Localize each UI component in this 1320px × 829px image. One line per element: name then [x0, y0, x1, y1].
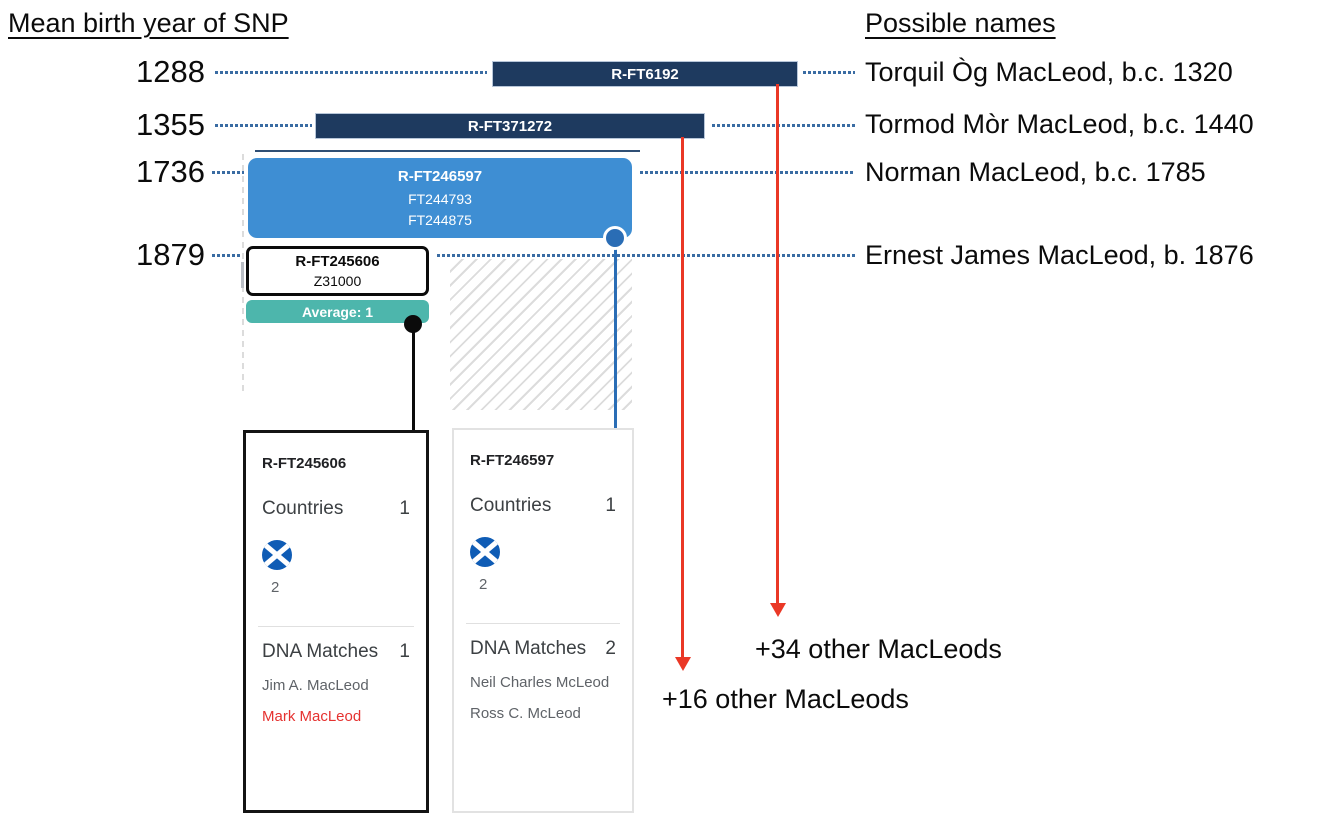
possible-name-torquil: Torquil Òg MacLeod, b.c. 1320 [865, 57, 1233, 87]
red-arrow-head-icon [675, 657, 691, 671]
dna-matches-label: DNA Matches [470, 638, 587, 659]
snp-bar-ft6192[interactable]: R-FT6192 [492, 61, 798, 87]
annotation-plus16: +16 other MacLeods [662, 684, 909, 714]
detail-card-ft245606[interactable]: R-FT245606 Countries 1 2 DNA Matches 1 J… [243, 430, 429, 813]
leader-line [212, 171, 244, 174]
red-arrow-head-icon [770, 603, 786, 617]
possible-name-ernest: Ernest James MacLeod, b. 1876 [865, 240, 1254, 270]
flag-count: 2 [479, 576, 488, 593]
leader-line [215, 124, 312, 127]
snp-bar-label: R-FT6192 [611, 65, 679, 83]
leader-line [215, 71, 487, 74]
dna-match-name-highlighted[interactable]: Mark MacLeod [262, 708, 362, 725]
countries-label: Countries [470, 495, 552, 516]
left-column-header: Mean birth year of SNP [8, 8, 289, 38]
black-connector-line [412, 330, 415, 431]
year-label-1288: 1288 [136, 54, 205, 89]
scotland-flag-icon[interactable] [262, 540, 410, 575]
dna-matches-row: DNA Matches 2 [470, 638, 616, 660]
leader-line [803, 71, 855, 74]
dna-matches-count: 2 [605, 638, 616, 659]
leader-line [640, 171, 855, 174]
dna-match-name[interactable]: Neil Charles McLeod [470, 674, 610, 691]
black-connector-dot[interactable] [404, 315, 422, 333]
dna-match-name[interactable]: Jim A. MacLeod [262, 677, 369, 694]
scotland-flag-icon[interactable] [470, 537, 616, 572]
tree-guide-tick [241, 262, 244, 288]
snp-block-title: R-FT245606 [295, 252, 380, 270]
leader-line [712, 124, 855, 127]
tree-branch-line [255, 150, 640, 152]
blue-connector-line [614, 246, 617, 429]
countries-label: Countries [262, 498, 344, 519]
snp-block-ft246597[interactable]: R-FT246597 FT244793 FT244875 [248, 158, 632, 238]
leader-line [437, 254, 855, 257]
snp-variant: FT244875 [408, 212, 472, 229]
right-column-header: Possible names [865, 8, 1056, 38]
card-divider [258, 626, 414, 627]
snp-variant: Z31000 [313, 273, 362, 290]
dna-matches-count: 1 [399, 641, 410, 662]
card-divider [466, 623, 620, 624]
possible-name-tormod: Tormod Mòr MacLeod, b.c. 1440 [865, 109, 1254, 139]
hatched-area [450, 259, 632, 410]
possible-name-norman: Norman MacLeod, b.c. 1785 [865, 157, 1206, 187]
year-label-1355: 1355 [136, 107, 205, 142]
countries-count: 1 [605, 495, 616, 516]
red-arrow-line-16 [681, 137, 684, 658]
leader-line [212, 254, 243, 257]
dna-matches-label: DNA Matches [262, 641, 379, 662]
countries-row: Countries 1 [262, 498, 410, 520]
year-label-1879: 1879 [136, 237, 205, 272]
detail-card-ft246597[interactable]: R-FT246597 Countries 1 2 DNA Matches 2 N… [452, 428, 634, 813]
average-badge[interactable]: Average: 1 [246, 300, 429, 323]
card-title: R-FT246597 [470, 452, 555, 469]
snp-block-ft245606[interactable]: R-FT245606 Z31000 [246, 246, 429, 296]
snp-variant: FT244793 [408, 190, 472, 207]
annotation-plus34: +34 other MacLeods [755, 634, 1002, 664]
flag-count: 2 [271, 579, 280, 596]
snp-block-title: R-FT246597 [397, 167, 483, 185]
red-arrow-line-34 [776, 84, 779, 604]
dna-match-name[interactable]: Ross C. McLeod [470, 705, 581, 722]
snp-bar-ft371272[interactable]: R-FT371272 [315, 113, 705, 139]
blue-connector-dot[interactable] [603, 226, 627, 250]
card-title: R-FT245606 [262, 455, 347, 472]
countries-count: 1 [399, 498, 410, 519]
year-label-1736: 1736 [136, 154, 205, 189]
snp-bar-label: R-FT371272 [467, 117, 553, 135]
average-badge-label: Average: 1 [301, 303, 374, 320]
countries-row: Countries 1 [470, 495, 616, 517]
dna-matches-row: DNA Matches 1 [262, 641, 410, 663]
